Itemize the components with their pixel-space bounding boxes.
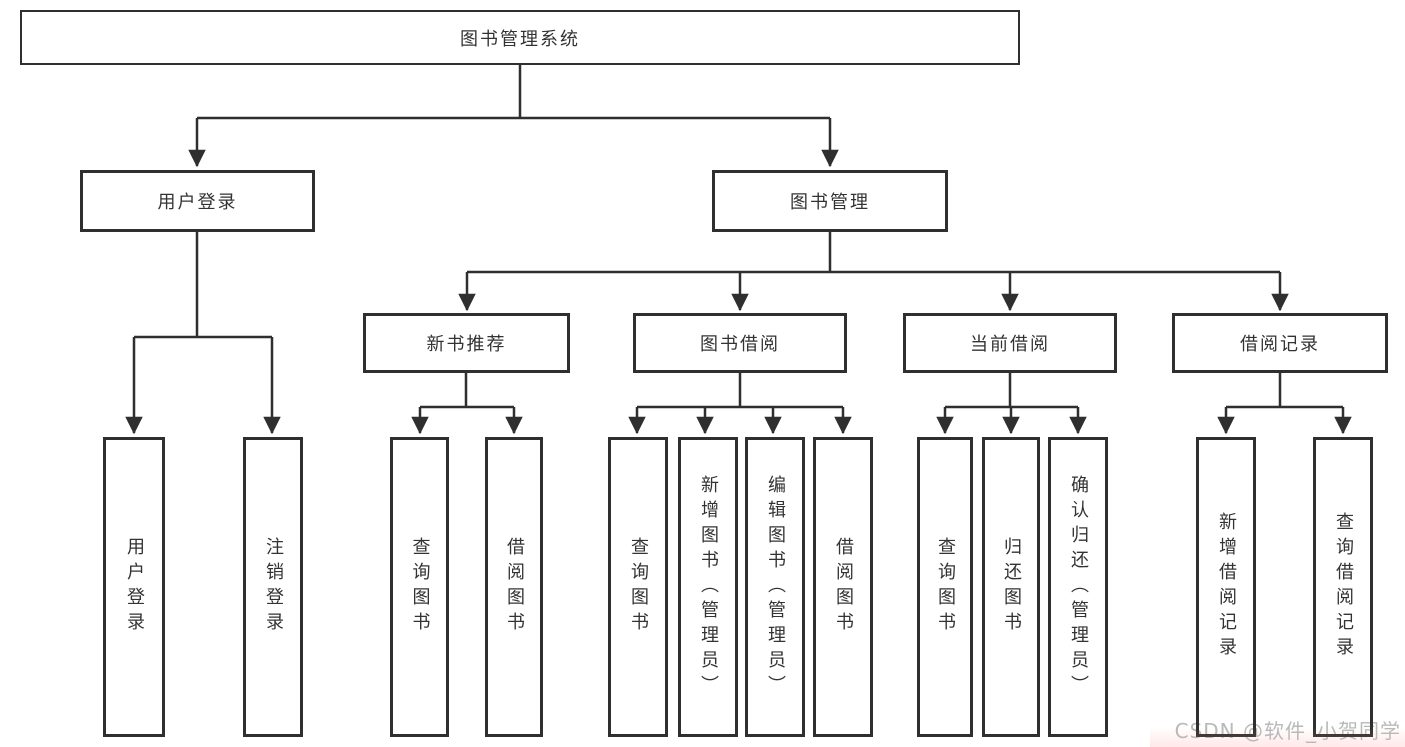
connector-root-trunk [197,65,830,120]
node-label-leaf-br-query-record: 查询借阅记录 [1333,512,1354,662]
node-box-leaf-bb-add-books-admin: 新增图书（管理员） [678,437,738,737]
node-label-borrow-records: 借阅记录 [1240,334,1320,355]
node-box-new-books: 新书推荐 [363,313,570,373]
node-label-user-login: 用户登录 [157,192,238,213]
node-box-leaf-bb-query-books: 查询图书 [608,437,668,737]
connector-current-borrow-trunk [945,373,1078,409]
node-label-root: 图书管理系统 [460,28,580,50]
connector-borrow-records-trunk [1226,373,1343,409]
node-box-user-login: 用户登录 [80,170,315,232]
node-box-leaf-logout: 注销登录 [243,437,303,737]
node-box-leaf-cb-query-books: 查询图书 [917,437,973,737]
node-label-leaf-bb-edit-books-admin: 编辑图书（管理员） [765,474,786,700]
node-label-leaf-bb-borrow-books: 借阅图书 [833,537,854,637]
node-box-leaf-user-login: 用户登录 [103,437,165,737]
node-label-leaf-nb-query-books: 查询图书 [409,537,431,637]
node-box-borrow-records: 借阅记录 [1172,313,1388,373]
node-box-leaf-br-query-record: 查询借阅记录 [1313,437,1373,737]
node-box-leaf-br-add-record: 新增借阅记录 [1196,437,1256,737]
node-box-book-mgmt: 图书管理 [712,170,948,232]
node-label-leaf-bb-query-books: 查询图书 [628,537,649,637]
connector-book-borrow-trunk [637,373,843,409]
node-label-book-mgmt: 图书管理 [790,192,870,213]
node-label-new-books: 新书推荐 [426,334,507,355]
node-label-leaf-logout: 注销登录 [263,537,284,637]
connector-new-books-trunk [420,373,514,409]
node-label-book-borrow: 图书借阅 [700,334,780,355]
node-label-leaf-user-login: 用户登录 [124,537,145,637]
node-box-leaf-nb-query-books: 查询图书 [390,437,449,737]
node-box-leaf-cb-return-books: 归还图书 [982,437,1040,737]
node-box-leaf-bb-edit-books-admin: 编辑图书（管理员） [745,437,805,737]
node-box-leaf-nb-borrow-books: 借阅图书 [485,437,543,737]
node-label-leaf-bb-add-books-admin: 新增图书（管理员） [698,474,719,700]
node-label-current-borrow: 当前借阅 [970,334,1050,355]
node-box-leaf-bb-borrow-books: 借阅图书 [813,437,873,737]
node-box-root: 图书管理系统 [20,10,1020,65]
node-box-leaf-cb-confirm-return-admin: 确认归还（管理员） [1048,437,1108,737]
node-box-current-borrow: 当前借阅 [903,313,1117,373]
node-label-leaf-cb-return-books: 归还图书 [1001,537,1022,637]
connector-user-login-trunk [134,232,272,339]
node-label-leaf-cb-confirm-return-admin: 确认归还（管理员） [1068,474,1089,700]
node-box-book-borrow: 图书借阅 [633,313,847,373]
node-label-leaf-br-add-record: 新增借阅记录 [1216,512,1237,662]
node-label-leaf-nb-borrow-books: 借阅图书 [504,537,525,637]
node-label-leaf-cb-query-books: 查询图书 [935,537,956,637]
connector-book-mgmt-trunk [467,232,1280,274]
